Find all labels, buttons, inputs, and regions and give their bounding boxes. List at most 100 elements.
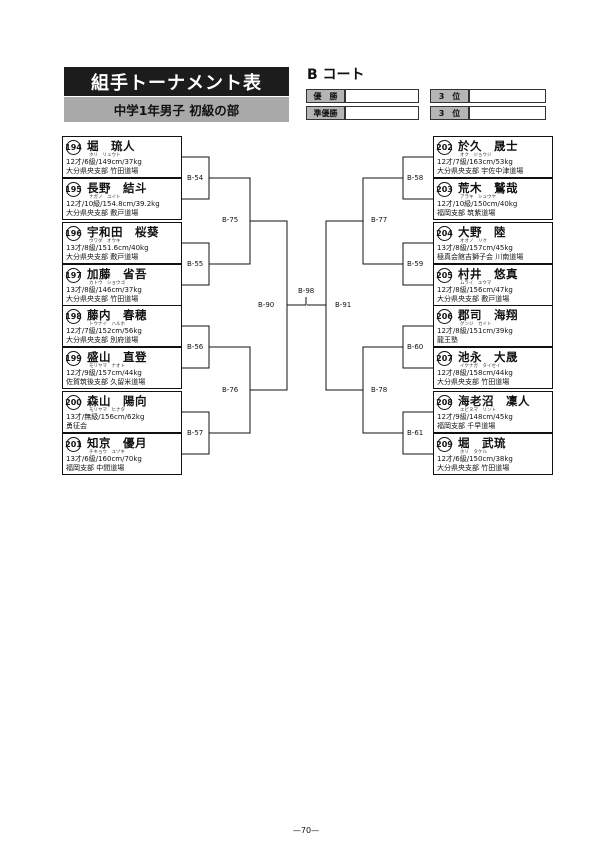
player-kana: ウワダ オウキ (89, 239, 121, 244)
player-dojo: 福岡支部 千早道場 (437, 422, 496, 430)
player-dojo: 龍王塾 (437, 336, 458, 344)
player-card: 209 堀 武琉 ホリ タケル 12才/6級/150cm/38kg 大分県央支部… (433, 433, 553, 475)
player-card: 206 郡司 海翔 グンジ カイト 12才/8級/151cm/39kg 龍王塾 (433, 305, 553, 347)
match-label-b59: B-59 (407, 260, 424, 268)
seed-number: 209 (436, 437, 453, 452)
player-card: 200 森山 陽向 モリヤマ ヒナタ 13才/無級/156cm/62kg 勇征会 (62, 391, 182, 433)
seed-number: 201 (65, 437, 82, 452)
winner-field (345, 89, 419, 103)
player-card: 199 盛山 直登 モリヤマ ナオト 12才/9級/157cm/44kg 佐賀筑… (62, 347, 182, 389)
player-info: 13才/無級/156cm/62kg (66, 413, 145, 421)
player-kana: グンジ カイト (460, 322, 492, 327)
third-place-label-1: 3 位 (430, 89, 469, 103)
player-kana: ナガノ ユイト (89, 195, 121, 200)
player-kana: モリヤマ ヒナタ (89, 408, 125, 413)
player-name: 長野 結斗 (87, 181, 147, 195)
seed-number: 208 (436, 395, 453, 410)
player-name: 池永 大晟 (458, 350, 518, 364)
player-dojo: 大分県央支部 宇佐中津道場 (437, 167, 524, 175)
seed-number: 197 (65, 268, 82, 283)
player-card: 203 荒木 鷲哉 アラキ シュウヤ 12才/10級/150cm/40kg 福岡… (433, 178, 553, 220)
category-subtitle: 中学1年男子 初級の部 (64, 97, 289, 122)
match-label-b61: B-61 (407, 429, 424, 437)
player-dojo: 佐賀筑後支部 久留米道場 (66, 378, 146, 386)
match-label-b98: B-98 (298, 287, 315, 295)
player-name: 宇和田 桜葵 (87, 225, 159, 239)
player-dojo: 大分県央支部 敷戸道場 (66, 253, 139, 261)
player-dojo: 福岡支部 中間道場 (66, 464, 125, 472)
player-card: 207 池永 大晟 イケナガ タイセイ 12才/8級/158cm/44kg 大分… (433, 347, 553, 389)
seed-number: 202 (436, 140, 453, 155)
player-dojo: 大分県央支部 竹田道場 (437, 378, 510, 386)
player-info: 12才/6級/149cm/37kg (66, 158, 142, 166)
seed-number: 195 (65, 182, 82, 197)
court-label: B コート (307, 67, 365, 83)
player-info: 12才/10級/154.8cm/39.2kg (66, 200, 160, 208)
player-info: 12才/7級/163cm/53kg (437, 158, 513, 166)
third-place-field-2 (469, 106, 546, 120)
player-name: 知京 優月 (87, 436, 147, 450)
player-info: 13才/8級/157cm/45kg (437, 244, 513, 252)
match-label-b58: B-58 (407, 174, 424, 182)
seed-number: 207 (436, 351, 453, 366)
player-dojo: 極真会館吉獅子会 川南道場 (437, 253, 524, 261)
player-kana: アラキ シュウヤ (460, 195, 496, 200)
player-dojo: 大分県央支部 別府道場 (66, 336, 139, 344)
player-name: 藤内 春穂 (87, 308, 147, 322)
player-kana: エビヌマ リント (460, 408, 496, 413)
match-label-b90: B-90 (258, 301, 275, 309)
player-kana: イケナガ タイセイ (460, 364, 501, 369)
seed-number: 205 (436, 268, 453, 283)
seed-number: 203 (436, 182, 453, 197)
player-dojo: 大分県央支部 敷戸道場 (437, 295, 510, 303)
player-name: 村井 悠真 (458, 267, 518, 281)
player-card: 194 堀 琉人 ホリ リュウト 12才/6級/149cm/37kg 大分県央支… (62, 136, 182, 178)
player-kana: オク ジョウジ (460, 153, 492, 158)
seed-number: 196 (65, 226, 82, 241)
page-number: —70— (292, 826, 320, 835)
match-label-b77: B-77 (371, 216, 388, 224)
player-name: 於久 晟士 (458, 139, 518, 153)
third-place-field-1 (469, 89, 546, 103)
player-name: 加藤 省吾 (87, 267, 147, 281)
player-kana: オオノ リク (460, 239, 487, 244)
player-kana: ホリ タケル (460, 450, 487, 455)
player-dojo: 大分県央支部 竹田道場 (437, 464, 510, 472)
seed-number: 198 (65, 309, 82, 324)
player-card: 208 海老沼 凜人 エビヌマ リント 12才/9級/148cm/45kg 福岡… (433, 391, 553, 433)
runner-up-field (345, 106, 419, 120)
player-name: 堀 武琉 (458, 436, 506, 450)
player-info: 12才/9級/157cm/44kg (66, 369, 142, 377)
player-name: 郡司 海翔 (458, 308, 518, 322)
seed-number: 200 (65, 395, 82, 410)
player-name: 海老沼 凜人 (458, 394, 530, 408)
match-label-b91: B-91 (335, 301, 352, 309)
seed-number: 194 (65, 140, 82, 155)
player-kana: トウナイ ハルホ (89, 322, 125, 327)
player-info: 12才/8級/151cm/39kg (437, 327, 513, 335)
player-info: 12才/8級/158cm/44kg (437, 369, 513, 377)
match-label-b57: B-57 (187, 429, 204, 437)
player-dojo: 大分県央支部 竹田道場 (66, 167, 139, 175)
player-info: 12才/10級/150cm/40kg (437, 200, 518, 208)
player-info: 12才/8級/156cm/47kg (437, 286, 513, 294)
player-info: 12才/9級/148cm/45kg (437, 413, 513, 421)
player-kana: モリヤマ ナオト (89, 364, 125, 369)
player-card: 202 於久 晟士 オク ジョウジ 12才/7級/163cm/53kg 大分県央… (433, 136, 553, 178)
page-title: 組手トーナメント表 (64, 67, 289, 96)
player-card: 205 村井 悠真 ムライ ユウマ 12才/8級/156cm/47kg 大分県央… (433, 264, 553, 306)
seed-number: 204 (436, 226, 453, 241)
match-label-b78: B-78 (371, 386, 388, 394)
player-name: 盛山 直登 (87, 350, 147, 364)
third-place-label-2: 3 位 (430, 106, 469, 120)
player-info: 13才/6級/160cm/70kg (66, 455, 142, 463)
seed-number: 199 (65, 351, 82, 366)
player-name: 大野 陸 (458, 225, 506, 239)
player-info: 12才/6級/150cm/38kg (437, 455, 513, 463)
player-kana: ムライ ユウマ (460, 281, 492, 286)
winner-label: 優 勝 (306, 89, 345, 103)
player-dojo: 大分県央支部 敷戸道場 (66, 209, 139, 217)
match-label-b60: B-60 (407, 343, 424, 351)
player-name: 堀 琉人 (87, 139, 135, 153)
match-label-b76: B-76 (222, 386, 239, 394)
